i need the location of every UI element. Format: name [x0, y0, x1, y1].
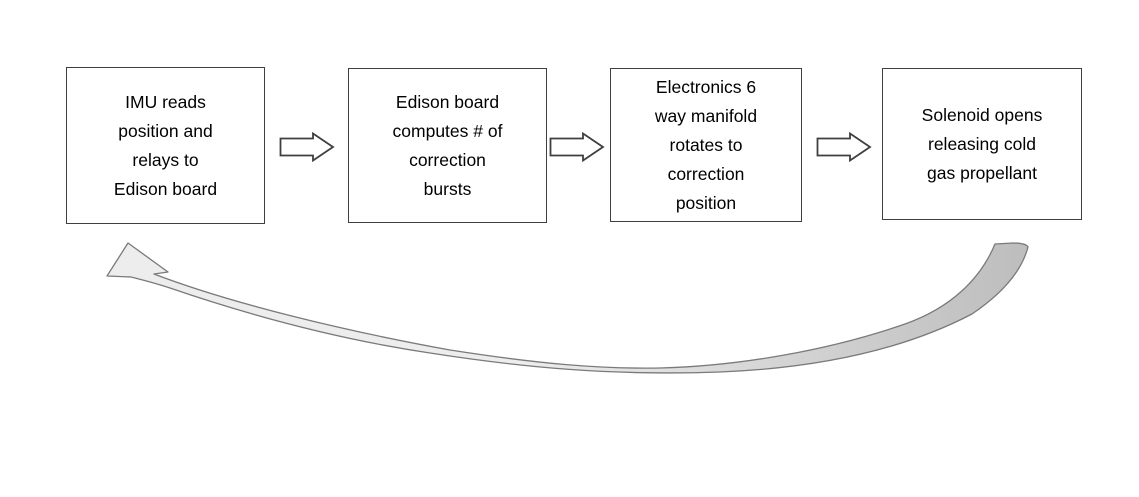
right-block-arrow-icon [279, 132, 335, 162]
flow-box-text-line: correction [667, 163, 745, 184]
flow-box-step-2: Edison board computes # of correction burst… [348, 68, 547, 223]
right-block-arrow-icon [816, 132, 872, 162]
flow-box-text-line: rotates to [669, 134, 743, 155]
right-block-arrow-icon [549, 132, 605, 162]
flow-box-text-line: Electronics 6 [655, 76, 757, 97]
flow-box-text-line: Edison board [395, 91, 500, 112]
flow-box-step-1: IMU reads position and relays to Edison boa… [66, 67, 265, 224]
flow-box-text-line: IMU reads [125, 91, 206, 112]
flow-box-text-line: position and [118, 120, 213, 141]
flow-box-text-line: bursts [423, 178, 472, 199]
flow-box-text-line: position [675, 192, 737, 213]
flow-box-text-line: Solenoid opens [921, 104, 1043, 125]
flow-box-step-4: Solenoid opens releasing cold gas propella… [882, 68, 1082, 220]
flow-box-text-line: way manifold [654, 105, 758, 126]
flow-box-text-line: correction [409, 149, 486, 170]
flow-box-text-line: releasing cold [928, 133, 1036, 154]
flow-box-text-line: computes # of [392, 120, 503, 141]
flow-box-text-line: relays to [132, 149, 199, 170]
flow-box-text-line: Edison board [113, 178, 218, 199]
feedback-arrow-shape [106, 242, 1029, 374]
flow-box-step-3: Electronics 6 way manifold rotates to corre… [610, 68, 802, 222]
flow-box-text-line: gas propellant [927, 162, 1037, 183]
